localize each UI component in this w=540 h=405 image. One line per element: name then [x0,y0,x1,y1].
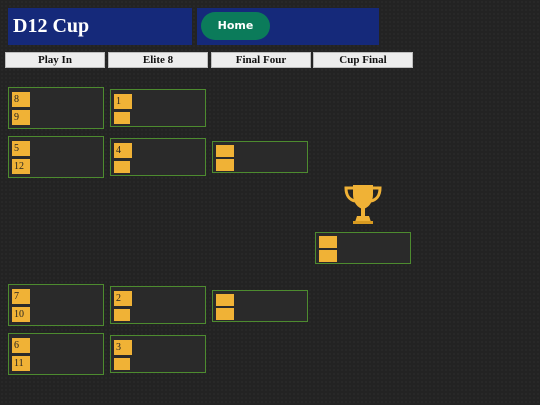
trophy-icon [344,185,382,224]
team-seed[interactable]: 12 [12,159,30,174]
round-header-cup-final: Cup Final [313,52,413,68]
team-seed-empty[interactable] [216,308,234,320]
team-seed[interactable]: 2 [114,291,132,306]
team-seed-empty[interactable] [114,309,130,321]
team-seed-empty[interactable] [319,250,337,262]
team-seed-empty[interactable] [216,159,234,171]
team-seed-empty[interactable] [114,358,130,370]
team-seed[interactable]: 7 [12,289,30,304]
team-seed-empty[interactable] [319,236,337,248]
header-nav: Home [197,8,379,45]
match-cup-final [315,232,411,264]
match-final-four-1 [212,141,308,173]
team-seed[interactable]: 8 [12,92,30,107]
match-play-in-1: 8 9 [8,87,104,129]
match-elite-8-3: 2 [110,286,206,324]
match-elite-8-1: 1 [110,89,206,127]
round-header-play-in: Play In [5,52,105,68]
team-seed[interactable]: 3 [114,340,132,355]
match-play-in-4: 6 11 [8,333,104,375]
match-elite-8-4: 3 [110,335,206,373]
match-play-in-2: 5 12 [8,136,104,178]
round-header-elite-8: Elite 8 [108,52,208,68]
team-seed-empty[interactable] [114,112,130,124]
team-seed[interactable]: 1 [114,94,132,109]
team-seed[interactable]: 5 [12,141,30,156]
team-seed[interactable]: 4 [114,143,132,158]
team-seed-empty[interactable] [114,161,130,173]
match-elite-8-2: 4 [110,138,206,176]
round-header-final-four: Final Four [211,52,311,68]
team-seed-empty[interactable] [216,145,234,157]
team-seed[interactable]: 10 [12,307,30,322]
team-seed[interactable]: 6 [12,338,30,353]
team-seed[interactable]: 9 [12,110,30,125]
page-title: D12 Cup [8,8,192,45]
team-seed[interactable]: 11 [12,356,30,371]
match-play-in-3: 7 10 [8,284,104,326]
team-seed-empty[interactable] [216,294,234,306]
match-final-four-2 [212,290,308,322]
home-button[interactable]: Home [201,12,270,40]
